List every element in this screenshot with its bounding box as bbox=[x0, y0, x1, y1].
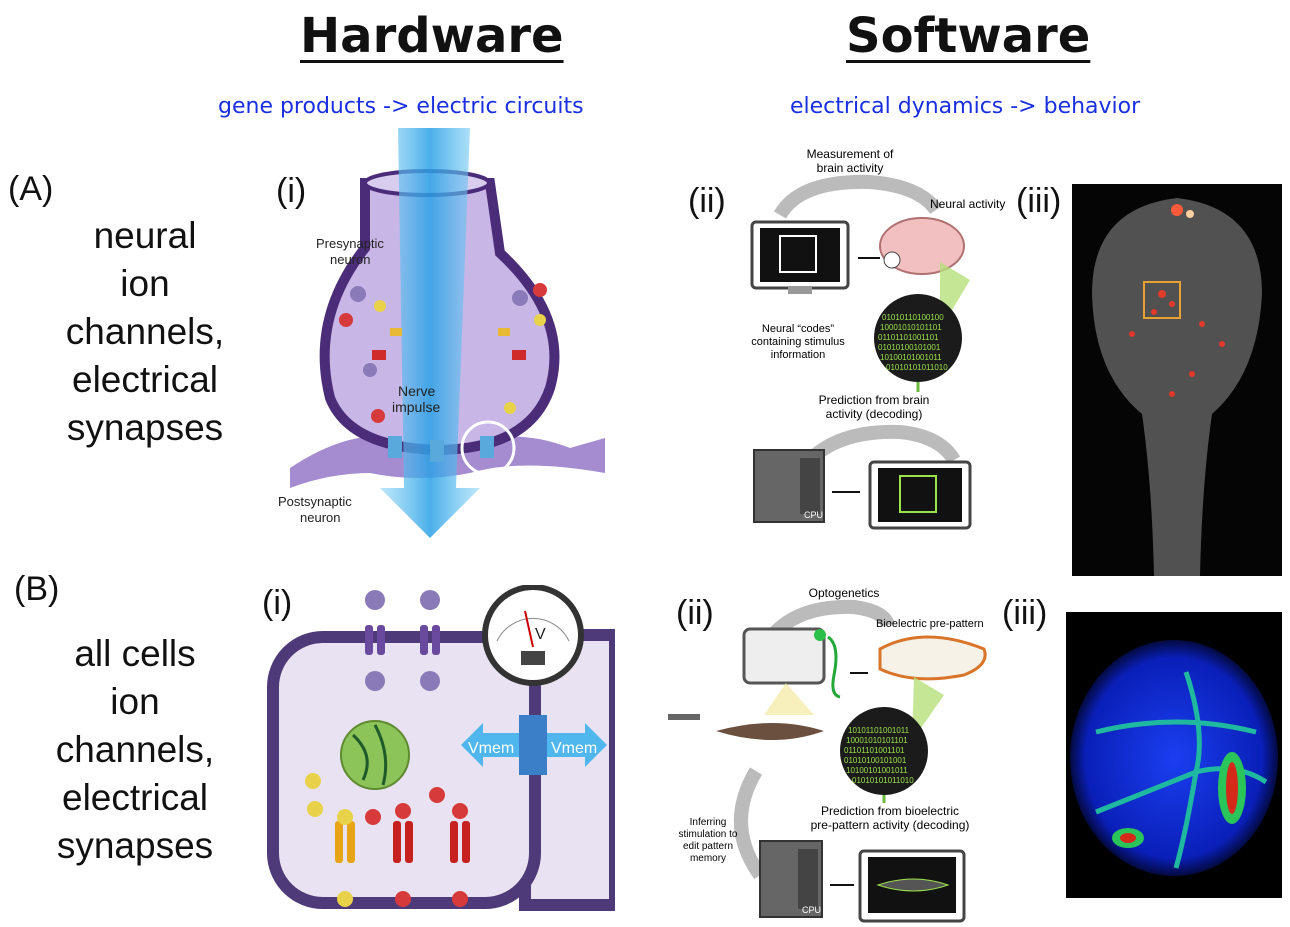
row-b-line: synapses bbox=[56, 825, 214, 866]
row-a-label: (A) bbox=[8, 170, 54, 208]
prediction-b-line1: Prediction from bioelectric bbox=[821, 804, 959, 818]
software-subtitle: electrical dynamics -> behavior bbox=[790, 94, 1141, 119]
optogenetics-label: Optogenetics bbox=[809, 586, 880, 600]
codes-line1: Neural “codes” bbox=[762, 323, 834, 335]
prediction-a-line2: activity (decoding) bbox=[826, 407, 923, 421]
measurement-line2: brain activity bbox=[817, 161, 884, 175]
postsynaptic-label-line2: neuron bbox=[300, 510, 340, 525]
row-a-line: neural bbox=[93, 215, 197, 256]
binary-b-line: 01101101001101 bbox=[844, 746, 905, 755]
row-a-line: channels, bbox=[65, 311, 225, 352]
vmem-label-right: Vmem bbox=[551, 740, 597, 757]
binary-b-line: 01010100101001 bbox=[844, 756, 907, 765]
bioelectric-embryo-image bbox=[1066, 612, 1282, 898]
row-b-description: all cells ion channels, electrical synap… bbox=[30, 630, 240, 870]
impulse-label-line1: Nerve bbox=[398, 383, 436, 399]
panel-a-i-label: (i) bbox=[276, 172, 307, 210]
binary-b-line: 10100101001011 bbox=[846, 766, 908, 775]
cpu-a-label: CPU bbox=[804, 510, 823, 520]
impulse-label-line2: impulse bbox=[392, 399, 440, 415]
panel-a-ii-label: (ii) bbox=[688, 182, 726, 220]
inferring-line3: edit pattern bbox=[683, 841, 733, 852]
measurement-line1: Measurement of bbox=[807, 147, 894, 161]
binary-a-line: 01101101001101 bbox=[878, 333, 939, 342]
panel-a-iii-label: (iii) bbox=[1016, 182, 1062, 220]
hardware-subtitle: gene products -> electric circuits bbox=[218, 94, 584, 119]
row-a-description: neural ion channels, electrical synapses bbox=[40, 212, 250, 452]
binary-b-line: 10101101001011 bbox=[848, 726, 910, 735]
cpu-b-label: CPU bbox=[802, 905, 821, 915]
voltmeter-letter: V bbox=[535, 626, 546, 643]
hardware-heading: Hardware bbox=[300, 8, 564, 64]
binary-a-line: 10100101001011 bbox=[880, 353, 942, 362]
prediction-b-line2: pre-pattern activity (decoding) bbox=[811, 818, 970, 832]
row-b-line: ion bbox=[110, 681, 160, 722]
brain-fluorescence-image bbox=[1072, 184, 1282, 576]
prepattern-label: Bioelectric pre-pattern bbox=[876, 618, 984, 630]
inferring-line4: memory bbox=[690, 853, 726, 864]
binary-b-line: 01010101011010 bbox=[852, 776, 914, 785]
vmem-label-left: Vmem bbox=[468, 740, 514, 757]
postsynaptic-label-line1: Postsynaptic bbox=[278, 494, 352, 509]
cell-vmem-illustration: Vmem Vmem V bbox=[267, 585, 615, 911]
codes-line2: containing stimulus bbox=[751, 336, 845, 348]
panel-b-ii-label: (ii) bbox=[676, 594, 714, 632]
binary-a-line: 10001010101101 bbox=[880, 323, 942, 332]
bioelectric-decoding-diagram: Optogenetics Bioelectric pre-pattern 101… bbox=[668, 586, 987, 923]
panel-b-iii-label: (iii) bbox=[1002, 594, 1048, 632]
row-a-line: ion bbox=[120, 263, 170, 304]
row-b-label: (B) bbox=[14, 570, 60, 608]
codes-line3: information bbox=[771, 349, 825, 361]
presynaptic-label-line1: Presynaptic bbox=[316, 236, 384, 251]
neural-activity-label: Neural activity bbox=[930, 197, 1005, 211]
binary-a-line: 01010100101001 bbox=[878, 343, 941, 352]
brain-decoding-diagram: Measurement of brain activity Neural act… bbox=[750, 147, 1005, 530]
prediction-a-line1: Prediction from brain bbox=[819, 393, 930, 407]
row-a-line: electrical bbox=[72, 359, 218, 400]
binary-b-line: 10001010101101 bbox=[846, 736, 908, 745]
row-b-line: channels, bbox=[55, 729, 215, 770]
row-b-line: electrical bbox=[62, 777, 208, 818]
row-a-line: synapses bbox=[66, 407, 224, 448]
inferring-line1: Inferring bbox=[690, 817, 727, 828]
row-b-line: all cells bbox=[74, 633, 196, 674]
binary-a-line: 01010101011010 bbox=[886, 363, 948, 372]
synapse-illustration: Presynaptic neuron Nerve impulse Postsyn… bbox=[278, 128, 605, 538]
software-heading: Software bbox=[846, 8, 1091, 64]
presynaptic-label-line2: neuron bbox=[330, 252, 370, 267]
panel-b-i-label: (i) bbox=[262, 584, 293, 622]
inferring-line2: stimulation to bbox=[679, 829, 738, 840]
binary-a-line: 01010110100100 bbox=[882, 313, 944, 322]
